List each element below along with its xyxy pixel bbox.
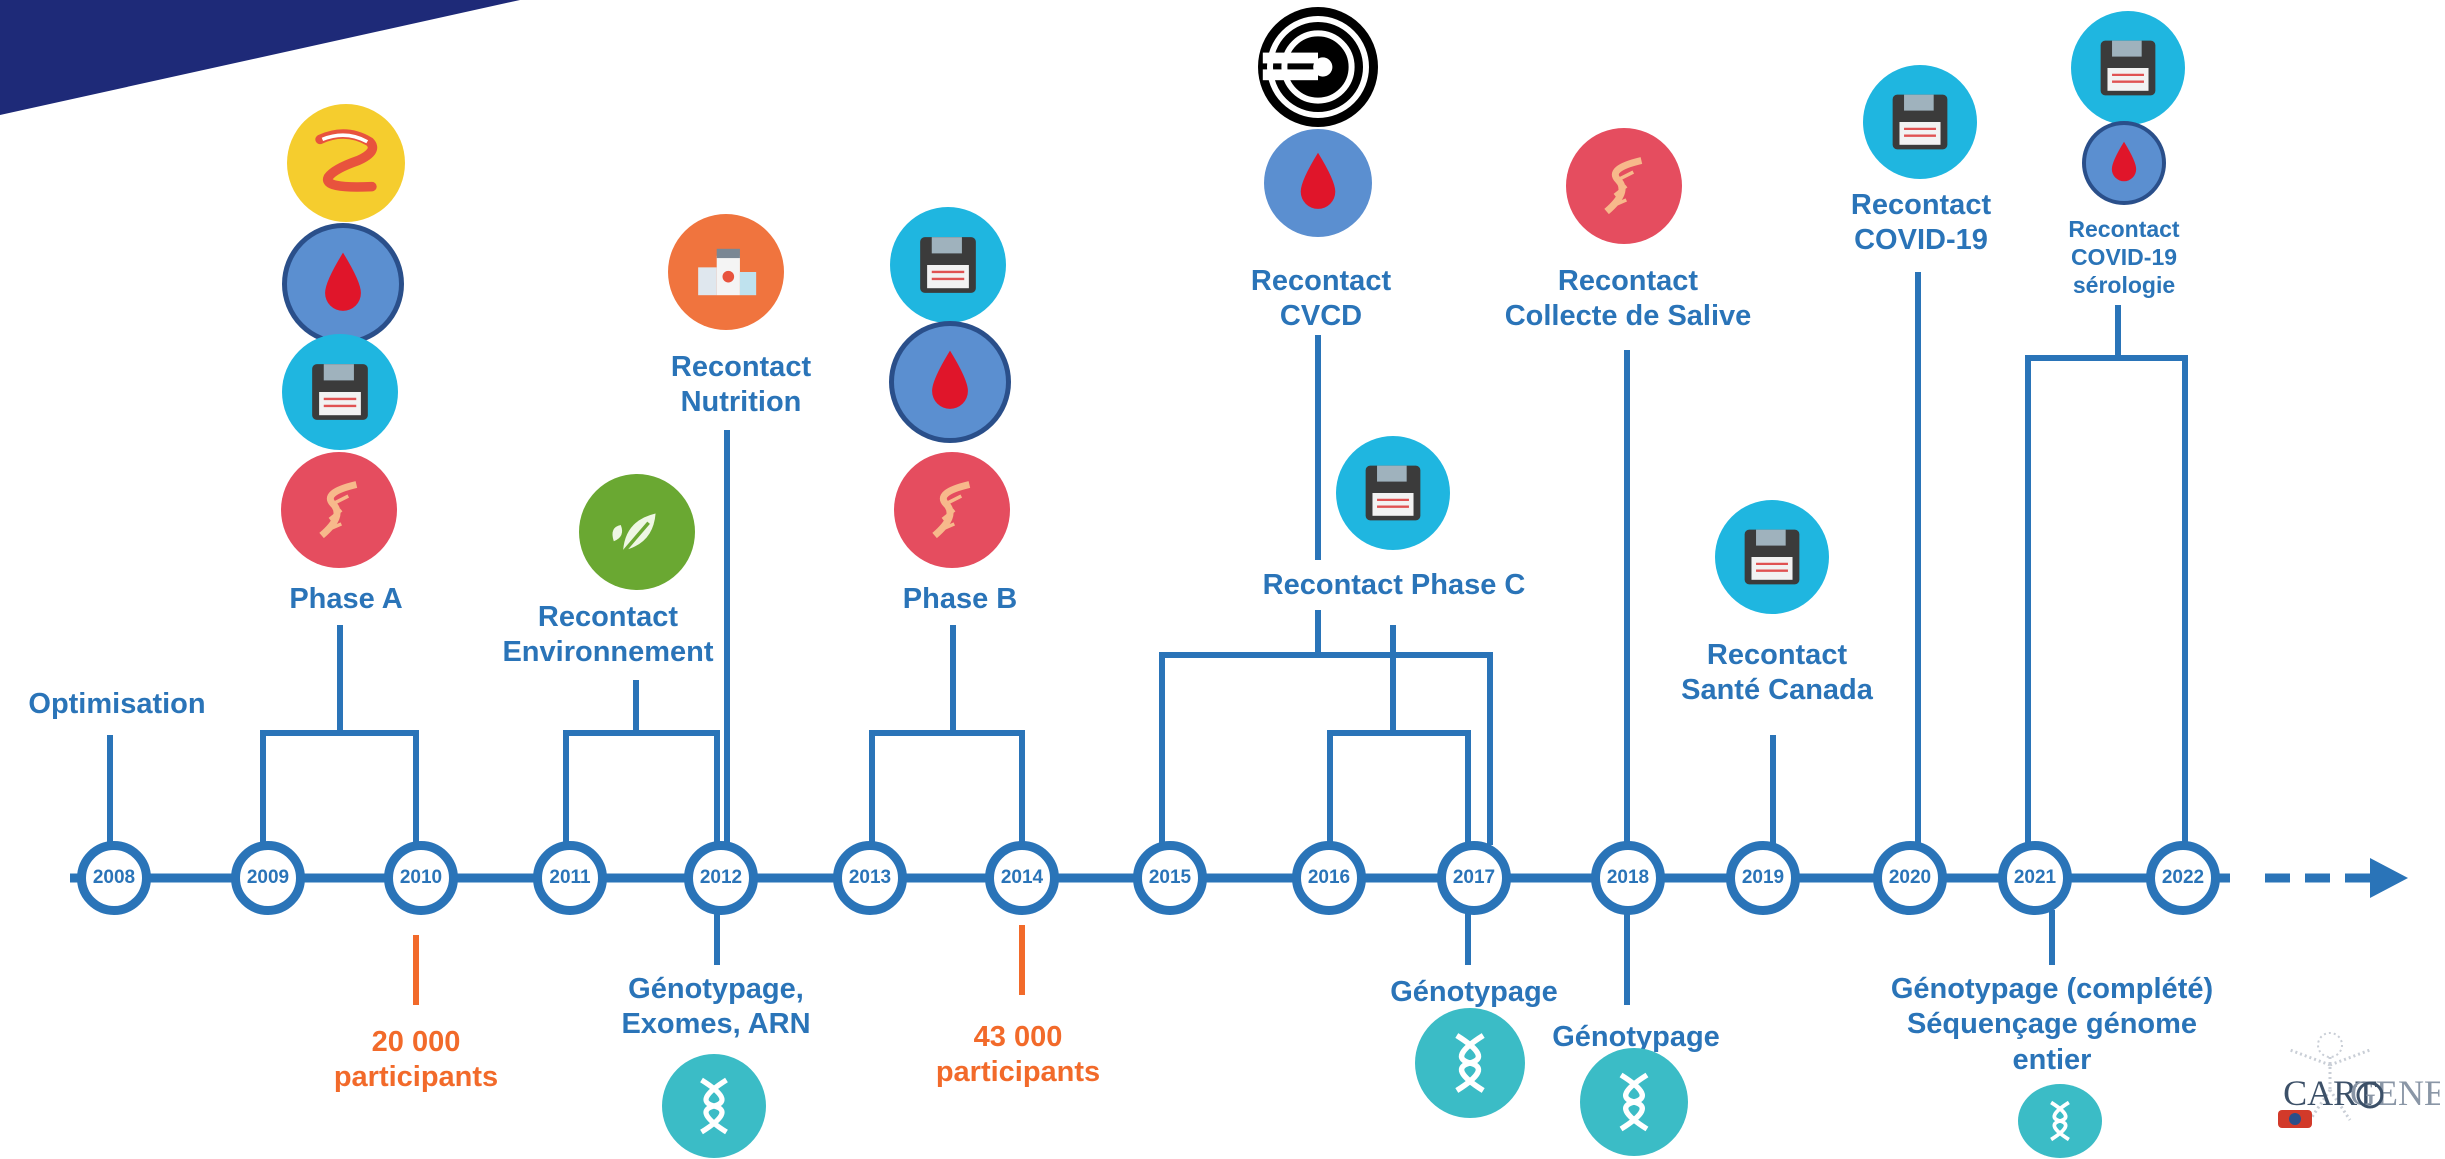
dna-teal-icon bbox=[1580, 1048, 1688, 1156]
year-marker-2011: 2011 bbox=[533, 841, 607, 915]
floppy-disk-icon bbox=[1336, 436, 1450, 550]
floppy-disk-icon bbox=[890, 207, 1006, 323]
year-marker-2018: 2018 bbox=[1591, 841, 1665, 915]
dna-teal-icon bbox=[662, 1054, 766, 1158]
floppy-disk-icon bbox=[1863, 65, 1977, 179]
floppy-disk-icon bbox=[2071, 11, 2185, 125]
year-marker-2015: 2015 bbox=[1133, 841, 1207, 915]
label-genotypage-exomes: Génotypage,Exomes, ARN bbox=[621, 973, 811, 1041]
label-phase-b: Phase B bbox=[902, 583, 1018, 615]
year-marker-2017: 2017 bbox=[1437, 841, 1511, 915]
dna-icon bbox=[1566, 128, 1682, 244]
year-marker-2014: 2014 bbox=[985, 841, 1059, 915]
year-marker-2013: 2013 bbox=[833, 841, 907, 915]
food-jars-icon bbox=[668, 214, 784, 330]
label-recontact-phase-c: Recontact Phase C bbox=[1262, 569, 1526, 601]
timeline-arrow-head bbox=[2370, 858, 2408, 898]
year-marker-2012: 2012 bbox=[684, 841, 758, 915]
blood-drop-icon bbox=[2082, 121, 2166, 205]
dna-teal-icon bbox=[2018, 1084, 2102, 1158]
blood-drop-icon bbox=[1264, 129, 1372, 237]
svg-text:CART: CART bbox=[2283, 1073, 2377, 1113]
label-genotypage-2018: Génotypage bbox=[1552, 1021, 1720, 1053]
year-marker-2019: 2019 bbox=[1726, 841, 1800, 915]
scanner-icon bbox=[1258, 7, 1378, 127]
connectors bbox=[107, 272, 2188, 1005]
dna-icon bbox=[894, 452, 1010, 568]
floppy-disk-icon bbox=[1715, 500, 1829, 614]
year-marker-2016: 2016 bbox=[1292, 841, 1366, 915]
dna-icon bbox=[281, 452, 397, 568]
blood-drop-icon bbox=[889, 321, 1011, 443]
milestone-ticks bbox=[413, 925, 1025, 1005]
label-optimisation: Optimisation bbox=[28, 688, 206, 720]
label-phase-a: Phase A bbox=[289, 583, 403, 615]
cartagene-logo: CART GENE bbox=[2220, 995, 2445, 1150]
year-marker-2022: 2022 bbox=[2146, 841, 2220, 915]
dna-teal-icon bbox=[1415, 1008, 1525, 1118]
year-marker-2021: 2021 bbox=[1998, 841, 2072, 915]
floppy-disk-icon bbox=[282, 334, 398, 450]
pills-icon bbox=[287, 104, 405, 222]
year-marker-2010: 2010 bbox=[384, 841, 458, 915]
corner-decoration bbox=[0, 0, 520, 115]
year-marker-2009: 2009 bbox=[231, 841, 305, 915]
leaf-icon bbox=[579, 474, 695, 590]
year-marker-2008: 2008 bbox=[77, 841, 151, 915]
label-genotypage-2017: Génotypage bbox=[1390, 976, 1558, 1008]
year-marker-2020: 2020 bbox=[1873, 841, 1947, 915]
svg-text:GENE: GENE bbox=[2350, 1073, 2440, 1113]
blood-drop-icon bbox=[282, 223, 404, 345]
